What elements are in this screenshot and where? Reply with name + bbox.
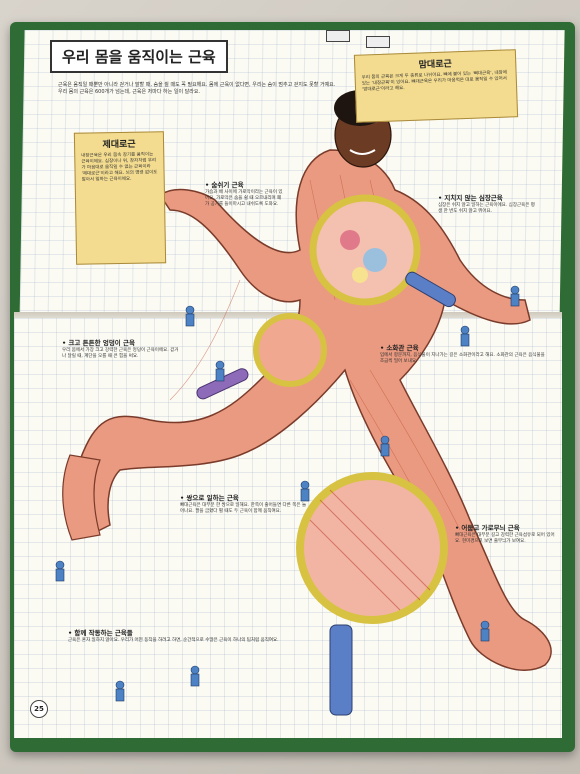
callout-breathing: • 숨쉬기 근육 가슴과 배 사이에 가로막이라는 근육이 있어요. 가로막은 … bbox=[205, 182, 285, 208]
callout-title: • 지치지 않는 심장근육 bbox=[438, 194, 503, 202]
note-body: 내장근육은 우리 몸속 장기를 움직이는 근육이에요. 심장이나 위, 창자처럼… bbox=[81, 152, 158, 183]
note-body: 우리 몸의 근육은 크게 두 종류로 나뉘어요. 뼈에 붙어 있는 '뼈대근육'… bbox=[361, 70, 508, 93]
callout-glute: • 크고 튼튼한 엉덩이 근육 우리 몸에서 가장 크고 강력한 근육은 엉덩이… bbox=[62, 340, 182, 360]
callout-body: 뼈대근육은 대부분 한 쌍으로 일해요. 한쪽이 줄어들면 다른 쪽은 늘어나요… bbox=[180, 503, 307, 514]
page-tab-decoration bbox=[366, 36, 390, 48]
worker-figures bbox=[55, 285, 520, 702]
magnifier-abdomen bbox=[196, 313, 327, 400]
callout-pairs: • 쌍으로 일하는 근육 뼈대근육은 대부분 한 쌍으로 일해요. 한쪽이 줄어… bbox=[180, 495, 310, 515]
callout-body: 뼈대근육은 대부분 길고 강력한 근육섬유로 되어 있어요. 현미경으로 보면 … bbox=[455, 533, 555, 544]
note-voluntary-muscle: 맘대로근 우리 몸의 근육은 크게 두 종류로 나뉘어요. 뼈에 붙어 있는 '… bbox=[353, 49, 519, 123]
callout-title: • 어둡고 가로무늬 근육 bbox=[455, 524, 520, 532]
callout-title: • 쌍으로 일하는 근육 bbox=[180, 494, 239, 502]
callout-body: 입에서 항문까지, 음식물이 지나가는 길은 소화관이라고 해요. 소화관의 근… bbox=[380, 353, 545, 364]
callout-title: • 소화관 근육 bbox=[380, 344, 419, 352]
callout-body: 가슴과 배 사이에 가로막이라는 근육이 있어요. 가로막은 숨을 쉴 때 오르… bbox=[205, 190, 283, 207]
callout-striated: • 어둡고 가로무늬 근육 뼈대근육은 대부분 길고 강력한 근육섬유로 되어 … bbox=[455, 525, 555, 545]
note-involuntary-muscle: 제대로근 내장근육은 우리 몸속 장기를 움직이는 근육이에요. 심장이나 위,… bbox=[73, 131, 167, 265]
callout-digestive: • 소화관 근육 입에서 항문까지, 음식물이 지나가는 길은 소화관이라고 해… bbox=[380, 345, 545, 365]
callout-heart: • 지치지 않는 심장근육 심장은 쉬지 않고 일하는 근육이에요. 심장근육은… bbox=[438, 195, 538, 215]
page-tab-decoration bbox=[326, 30, 350, 42]
page-title: 우리 몸을 움직이는 근육 bbox=[50, 40, 228, 73]
runner-foot bbox=[62, 454, 101, 541]
note-title: 맘대로근 bbox=[418, 59, 452, 71]
callout-teamwork: • 함께 작동하는 근육들 근육은 혼자 일하지 않아요. 우리가 어떤 동작을… bbox=[68, 630, 308, 644]
note-title: 제대로근 bbox=[102, 139, 136, 151]
callout-body: 심장은 쉬지 않고 일하는 근육이에요. 심장근육은 평생 한 번도 쉬지 않고… bbox=[438, 203, 535, 214]
callout-title: • 숨쉬기 근육 bbox=[205, 181, 244, 189]
intro-paragraph: 근육은 움직일 때뿐만 아니라 걷거나 말할 때, 숨을 쉴 때도 꼭 필요해요… bbox=[58, 82, 336, 95]
callout-body: 우리 몸에서 가장 크고 강력한 근육은 엉덩이 근육이에요. 걷거나 달릴 때… bbox=[62, 348, 179, 359]
page-title-text: 우리 몸을 움직이는 근육 bbox=[62, 48, 216, 66]
callout-body: 근육은 혼자 일하지 않아요. 우리가 어떤 동작을 하려고 하면, 순간적으로… bbox=[68, 638, 279, 643]
magnifier-chest bbox=[309, 194, 456, 308]
page-number: 25 bbox=[30, 700, 48, 718]
callout-title: • 함께 작동하는 근육들 bbox=[68, 629, 133, 637]
callout-title: • 크고 튼튼한 엉덩이 근육 bbox=[62, 339, 136, 347]
magnifier-leg bbox=[296, 472, 448, 716]
